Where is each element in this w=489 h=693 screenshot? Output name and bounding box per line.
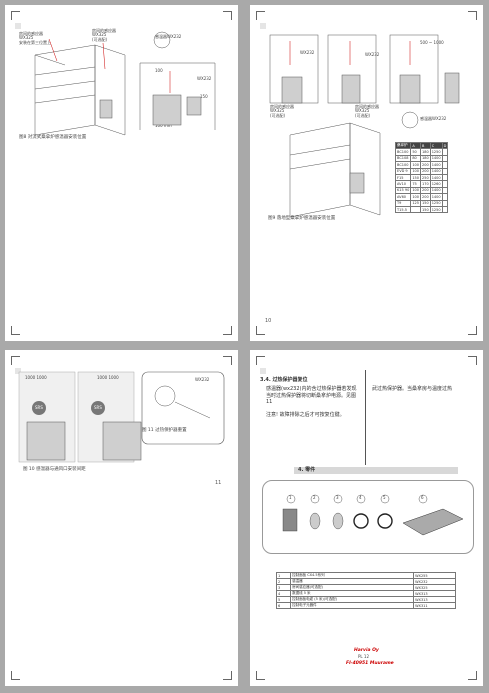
dim-label: 100: [155, 68, 163, 73]
logo: FI-40951 Muurame: [346, 661, 394, 666]
dim-label: 150: [200, 94, 208, 99]
column-divider: [365, 370, 366, 465]
page-icon: [260, 368, 266, 374]
figure-caption: 图8 对流式桑拿炉感温器安装位置: [19, 135, 87, 140]
sensor-optional-label: 房间的感应器 WX325 (可选配): [355, 104, 379, 118]
crop-mark: [256, 11, 265, 20]
logo-subtext: PL 12: [358, 654, 370, 659]
sauna-room-drawing: [34, 31, 216, 136]
dim-label: 1000 1000: [25, 375, 47, 380]
table-cell: [410, 205, 421, 214]
crop-mark: [223, 11, 232, 20]
limiter-label: WX232: [195, 377, 210, 382]
table-cell: 1250: [429, 205, 443, 214]
page-2: WX232 WX232 500 ~ 1000 房间的感应器 WX325 (可选配…: [250, 5, 483, 341]
crop-mark: [256, 356, 265, 365]
body-text: 注意! 故障排除之后才可按复位键。: [266, 412, 345, 418]
figure-caption: 图 11 过热保护器重置: [142, 428, 187, 433]
dim-label: WX232: [365, 52, 380, 57]
page-number: 10: [265, 318, 272, 324]
table-cell: 150: [420, 205, 431, 214]
page-4: 3.4. 过热保护器复位 感温器(wx232)内的含过热保护器若发现当时过热保护…: [250, 350, 483, 686]
section-heading: 3.4. 过热保护器复位: [260, 377, 308, 383]
vent-distance-drawing: [18, 371, 225, 463]
dim-label: SRS: [94, 405, 102, 410]
table-cell: [441, 205, 449, 214]
page-icon: [15, 23, 21, 29]
part-number: 6: [421, 495, 424, 500]
dim-label: 100 mm: [155, 123, 172, 128]
dim-label: 500 ~ 1000: [420, 40, 444, 45]
part-number: 3: [336, 495, 339, 500]
part-number: 5: [383, 495, 386, 500]
crop-mark: [11, 11, 20, 20]
sensor-label: 房间的感应器 WX325 安装在第三位置上: [19, 31, 51, 45]
page-icon: [260, 23, 266, 29]
crop-mark: [468, 326, 477, 335]
dim-label: SRS: [35, 405, 43, 410]
limiter-label: 感温器WX232: [155, 34, 182, 39]
table-cell: T15.5: [394, 205, 412, 214]
crop-mark: [223, 671, 232, 680]
crop-mark: [11, 671, 20, 680]
page-3: 1000 1000 1000 1000 SRS SRS WX232 图 10 感…: [5, 350, 238, 686]
crop-mark: [11, 356, 20, 365]
parts-illustration: [262, 480, 474, 554]
sensor-optional-label: 房间的感应器 WX325 (可选配): [92, 28, 116, 42]
crop-mark: [468, 11, 477, 20]
body-text: 感温器(wx232)内的含过热保护器若发现当时过热保护器将切断桑拿炉电源。见图1…: [266, 386, 357, 405]
crop-mark: [11, 326, 20, 335]
page-icon: [15, 368, 21, 374]
figure-caption: 图9 落地型桑拿炉感温器安装位置: [268, 216, 336, 221]
installation-drawing: [269, 34, 460, 218]
section-title: 4. 零件: [294, 467, 458, 474]
page-number: 11: [215, 480, 222, 486]
limiter-label: 感温器WX232: [420, 116, 447, 121]
figure-caption: 图 10 感温器与通风口安装间距: [23, 467, 86, 472]
crop-mark: [256, 326, 265, 335]
part-number: 4: [359, 495, 362, 500]
dim-label: WX232: [300, 50, 315, 55]
crop-mark: [223, 356, 232, 365]
parts-drawing: [282, 494, 464, 536]
crop-mark: [256, 671, 265, 680]
body-text: 武过热保护器。当桑拿房与温度过热: [372, 386, 453, 392]
crop-mark: [468, 671, 477, 680]
dim-label: 1000 1000: [97, 375, 119, 380]
page-1: 房间的感应器 WX325 安装在第三位置上 房间的感应器 WX325 (可选配)…: [5, 5, 238, 341]
table-cell: 控制电子元器件: [290, 602, 415, 609]
crop-mark: [223, 326, 232, 335]
table-cell: 6: [275, 602, 292, 609]
sensor-optional-label: 房间的感应器 WX325 (可选配): [270, 104, 294, 118]
part-number: 2: [313, 495, 316, 500]
table-cell: WX311: [413, 602, 456, 609]
crop-mark: [468, 356, 477, 365]
limiter-small-label: WX232: [197, 76, 212, 81]
logo: Harvia Oy: [354, 648, 379, 653]
part-number: 1: [289, 495, 292, 500]
